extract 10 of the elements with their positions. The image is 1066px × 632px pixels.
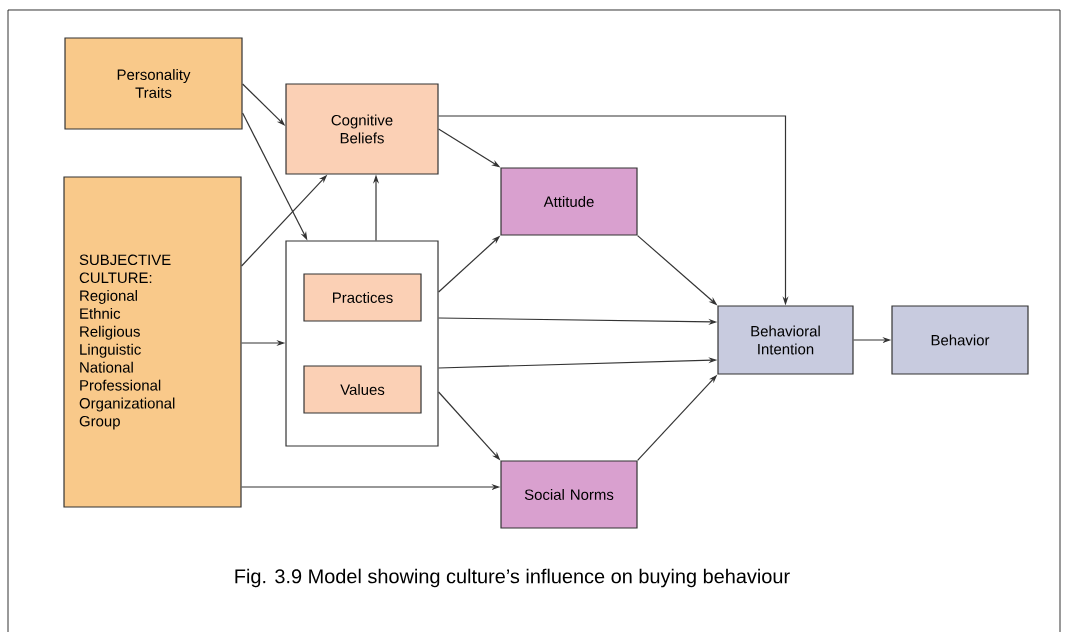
- process-box: Cognitive Beliefs: [285, 83, 439, 175]
- process-box: Attitude: [500, 167, 638, 236]
- process-box: Behavioral Intention: [717, 305, 854, 375]
- process-box: Behavior: [891, 305, 1029, 375]
- process-box: Values: [303, 365, 422, 414]
- caption: Fig. 3.9 Model showing culture’s influence on buying behaviour: [235, 568, 790, 588]
- process-box: Personality Traits: [64, 37, 243, 130]
- process-box: Practices: [303, 273, 422, 322]
- process-box: Social Norms: [500, 460, 638, 529]
- category-box: SUBJECTIVE CULTURE: Regional Ethnic Religious Linguistic National Professional Organizational Group: [63, 176, 242, 508]
